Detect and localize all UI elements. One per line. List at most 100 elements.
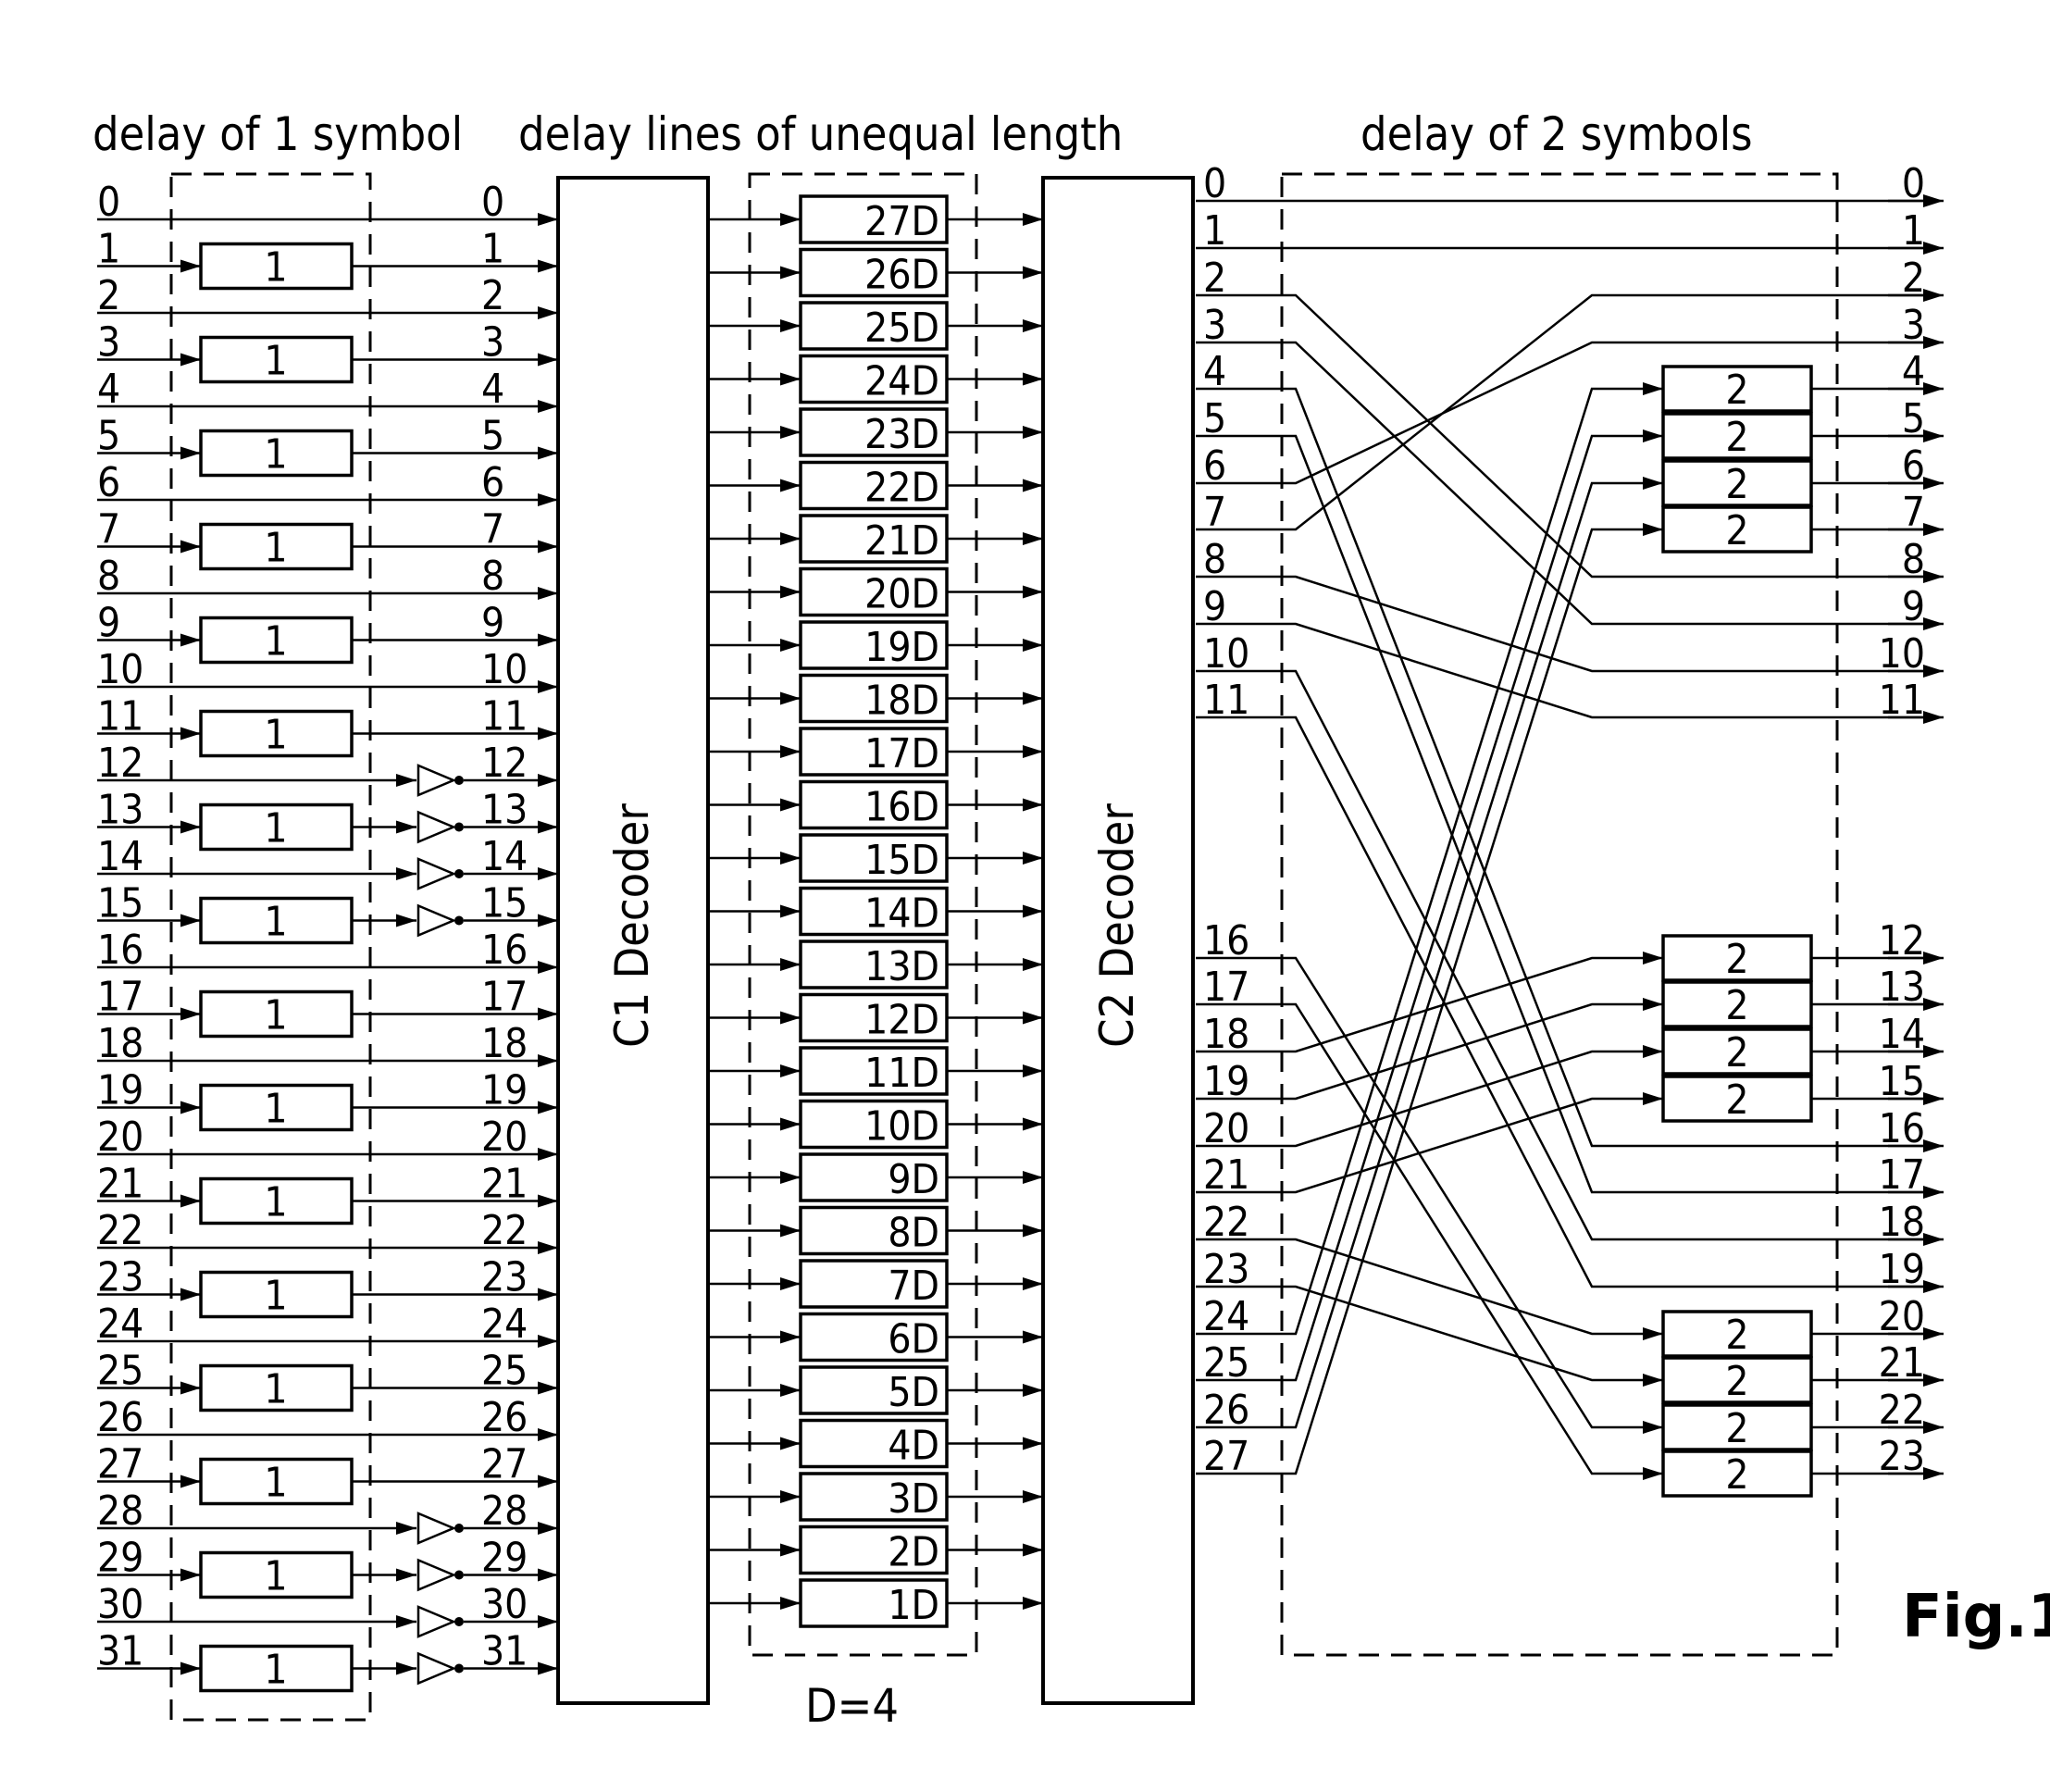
crossover-wire: [1245, 669, 1944, 1246]
delay-2-box: [1661, 1403, 1813, 1451]
output-label: 18: [1879, 1199, 1925, 1246]
delay-1-label: 1: [264, 1179, 287, 1226]
input-label: 26: [97, 1394, 143, 1441]
delay-line-label: 24D: [864, 358, 939, 405]
delay-line-label: 18D: [864, 678, 939, 725]
inverter-bubble: [454, 1617, 464, 1626]
c1-input-label: 12: [481, 740, 528, 787]
c2-decoder-label: C2 Decoder: [1090, 803, 1144, 1048]
inverter-bubble: [454, 1524, 464, 1533]
output-label: 23: [1879, 1433, 1925, 1480]
c1-input-label: 17: [481, 974, 528, 1021]
c2-output-label: 3: [1203, 302, 1226, 349]
delay-1-label: 1: [264, 899, 287, 946]
output-label: 22: [1879, 1387, 1925, 1434]
crossover-wire: [1245, 289, 1944, 531]
delay-2-label: 2: [1725, 1029, 1748, 1076]
delay-2-label: 2: [1725, 414, 1748, 461]
delay-line-label: 8D: [888, 1210, 939, 1257]
delay-2-box: [1661, 1356, 1813, 1404]
c2-output-label: 2: [1203, 255, 1226, 302]
inverter-triangle: [416, 1558, 457, 1592]
input-label: 20: [97, 1114, 143, 1161]
c1-input-label: 16: [481, 927, 528, 974]
delay-line-label: 7D: [888, 1263, 939, 1310]
input-label: 7: [97, 506, 120, 554]
input-label: 4: [97, 366, 120, 413]
c2-output-label: 24: [1203, 1293, 1249, 1340]
delay-2-label: 2: [1725, 1312, 1748, 1359]
inverter-triangle: [416, 764, 457, 797]
c1-decoder-label: C1 Decoder: [605, 803, 659, 1048]
delay-2-box: [1661, 1310, 1813, 1358]
output-label: 13: [1879, 964, 1925, 1011]
delay-1-box: [199, 429, 354, 478]
delay-line-label: 2D: [888, 1529, 939, 1576]
input-label: 24: [97, 1300, 143, 1348]
c1-input-label: 14: [481, 833, 528, 880]
delay-1-label: 1: [264, 712, 287, 759]
c2-output-label: 19: [1203, 1058, 1249, 1105]
c2-output-label: 18: [1203, 1011, 1249, 1058]
output-section: 0123456789101116171819202122232425262701…: [1196, 160, 1944, 1499]
c1-input-label: 24: [481, 1300, 528, 1348]
output-label: 5: [1902, 395, 1925, 442]
delay-line-box: [799, 1365, 949, 1415]
delay-1-box: [199, 1644, 354, 1693]
delay-1-box: [199, 616, 354, 665]
c2-output-label: 17: [1203, 964, 1249, 1011]
input-label: 3: [97, 319, 120, 367]
input-label: 22: [97, 1207, 143, 1254]
input-label: 29: [97, 1535, 143, 1582]
delay-line-label: 17D: [864, 730, 939, 778]
delay-line-box: [799, 1205, 949, 1256]
crossover-wire: [1245, 434, 1944, 1199]
c1-input-label: 10: [481, 646, 528, 693]
c1-input-label: 6: [481, 459, 504, 506]
delay-line-box: [799, 460, 949, 511]
c2-output-label: 26: [1203, 1387, 1249, 1434]
output-label: 2: [1902, 255, 1925, 302]
delay-2-box: [1661, 412, 1813, 460]
delay-1-box: [199, 989, 354, 1039]
delay-lines-section: 27D26D25D24D23D22D21D20D19D18D17D16D15D1…: [708, 194, 1043, 1629]
c2-output-label: 4: [1203, 348, 1226, 395]
c2-output-label: 5: [1203, 395, 1226, 442]
c1-input-label: 7: [481, 506, 504, 554]
c2-output-label: 6: [1203, 442, 1226, 490]
output-label: 11: [1879, 677, 1925, 724]
inverter-bubble: [454, 869, 464, 878]
output-label: 6: [1902, 442, 1925, 490]
delay-line-label: 1D: [888, 1582, 939, 1629]
delay-line-label: 15D: [864, 837, 939, 884]
c2-decoder-block: [1041, 176, 1195, 1705]
delay-2-box: [1661, 1450, 1813, 1498]
delay-line-label: 23D: [864, 411, 939, 458]
delay-line-label: 9D: [888, 1156, 939, 1203]
delay-1-box: [199, 803, 354, 852]
delay-line-box: [799, 1259, 949, 1309]
delay-2-label: 2: [1725, 936, 1748, 983]
delay-2-label: 2: [1725, 367, 1748, 414]
delay-1-box: [199, 1176, 354, 1226]
delay-line-label: 11D: [864, 1050, 939, 1097]
delay-line-label: 20D: [864, 571, 939, 618]
delay-line-label: 25D: [864, 305, 939, 352]
inverter-triangle: [416, 1605, 457, 1638]
delay-line-label: 4D: [888, 1423, 939, 1470]
c1-input-label: 22: [481, 1207, 528, 1254]
input-label: 12: [97, 740, 143, 787]
delay-line-box: [799, 1046, 949, 1096]
output-label: 14: [1879, 1011, 1925, 1058]
input-label: 1: [97, 226, 120, 273]
crossover-wire: [1245, 429, 1663, 1382]
delay-1-label: 1: [264, 1273, 287, 1320]
delay-1-label: 1: [264, 618, 287, 666]
input-label: 17: [97, 974, 143, 1021]
inverter-bubble: [454, 1570, 464, 1580]
crossover-wire: [1245, 952, 1663, 1053]
c2-output-label: 25: [1203, 1339, 1249, 1387]
c1-input-label: 30: [481, 1581, 528, 1628]
crossover-wire: [1245, 1238, 1663, 1340]
delay-line-label: 27D: [864, 198, 939, 245]
